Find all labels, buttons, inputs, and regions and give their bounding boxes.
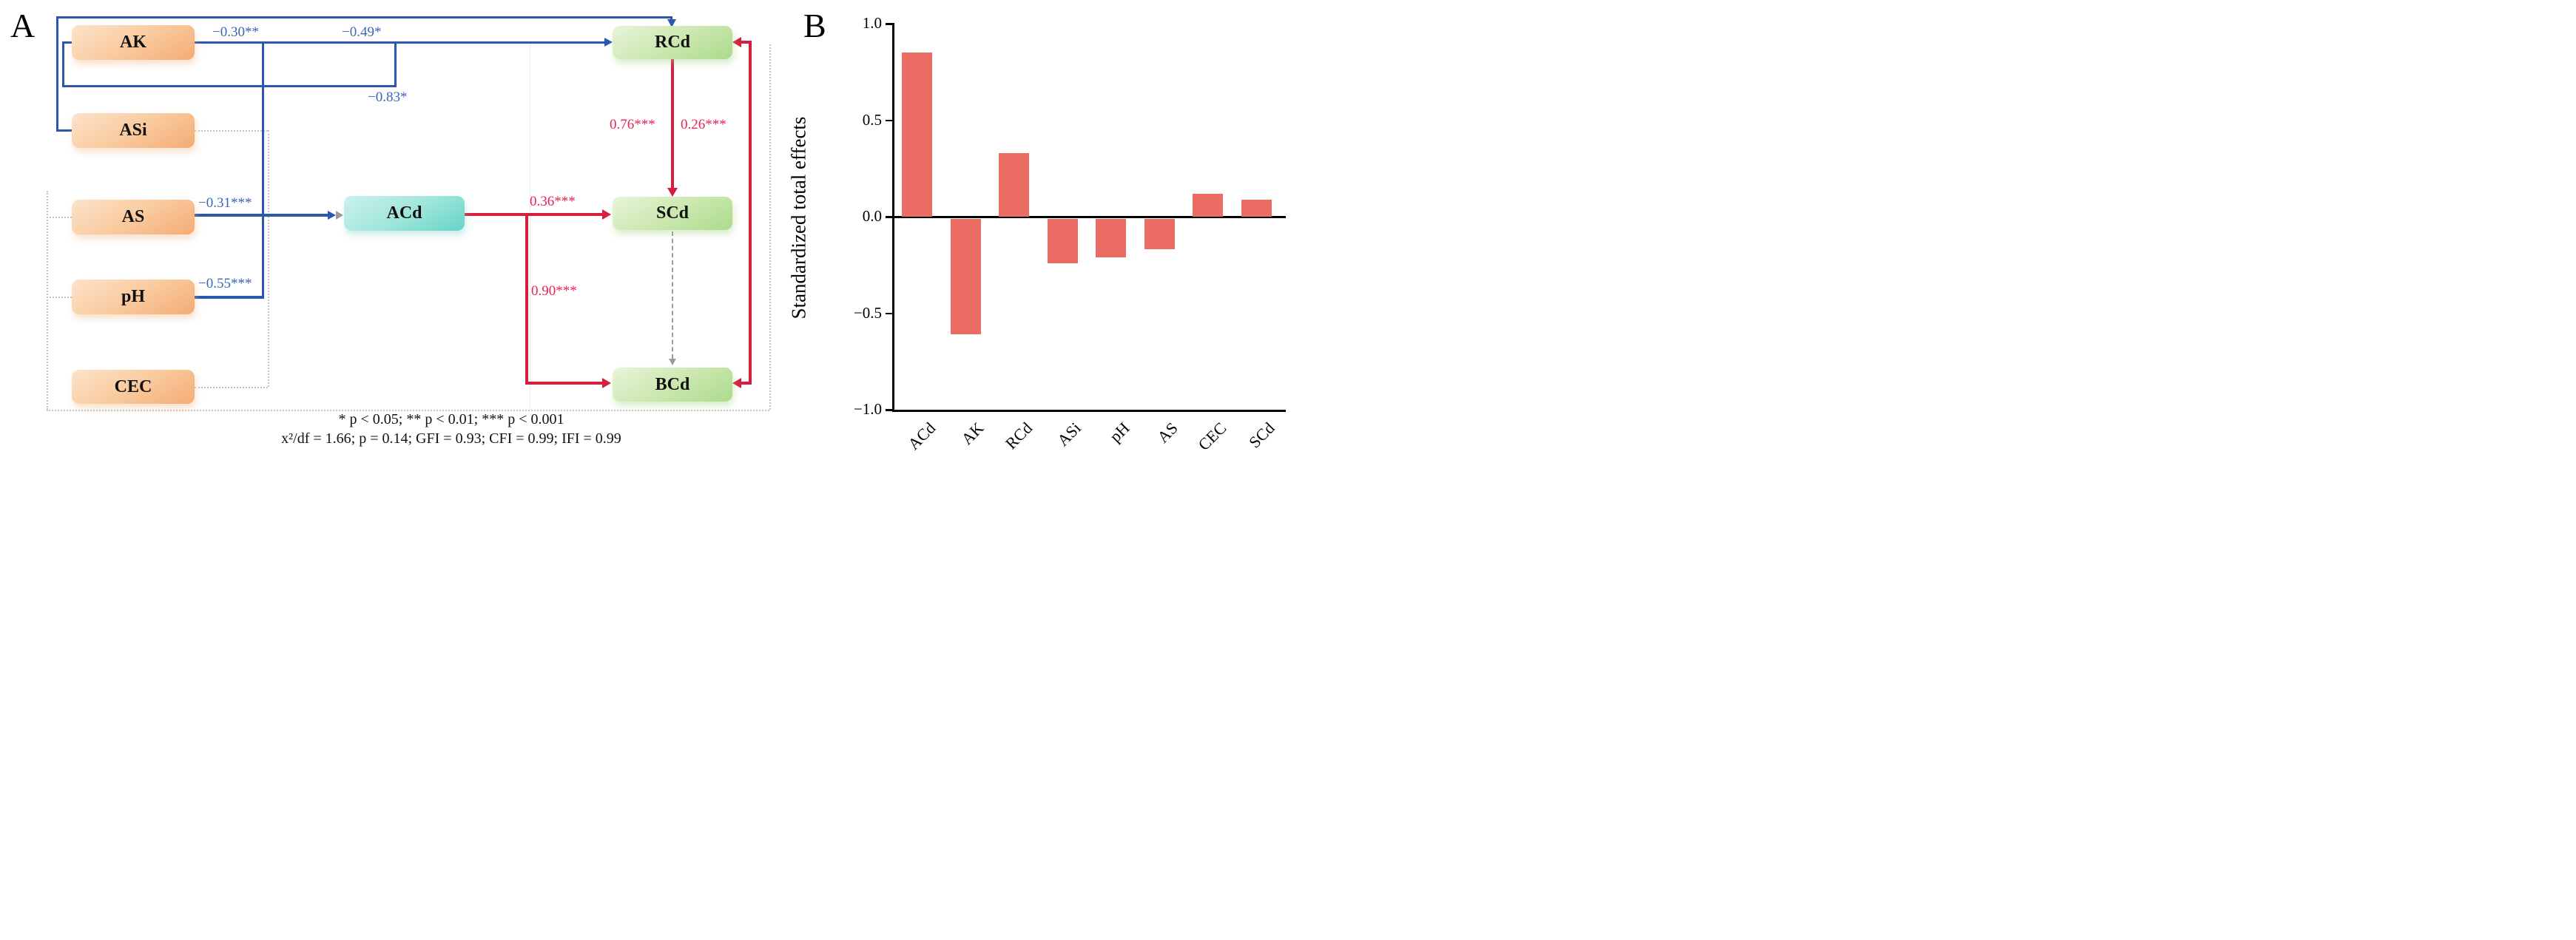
diagram-dotted-border-right — [769, 44, 771, 410]
x-tick-label-asi: ASi — [1053, 419, 1085, 450]
as-dotted-stub — [47, 217, 72, 218]
zero-line — [892, 216, 1286, 218]
path-acd-bcd-across — [525, 382, 603, 385]
x-tick-label-as: AS — [1153, 419, 1181, 447]
sem-box-cec: CEC — [72, 370, 195, 404]
y-tick-mark — [886, 119, 892, 121]
figure-canvas: A AK ASi AS pH CEC ACd RCd SCd BCd — [0, 0, 1288, 470]
x-tick-label-rcd: RCd — [1001, 419, 1036, 453]
y-tick-label: 0.0 — [862, 207, 882, 225]
path-rcd-bcd-bottom — [740, 382, 752, 385]
arrowhead-into-scd-left — [602, 209, 611, 220]
coef-asi-rcd: −0.49* — [342, 24, 382, 40]
bar-scd — [1241, 199, 1272, 217]
arrowhead-into-rcd-left — [604, 38, 613, 47]
bar-acd — [902, 53, 932, 217]
path-ak-detour-stub — [62, 41, 72, 44]
significance-caption: * p < 0.05; ** p < 0.01; *** p < 0.001 — [338, 411, 564, 427]
sem-box-bcd: BCd — [613, 368, 732, 402]
bar-cec — [1193, 193, 1223, 217]
panel-b-label: B — [803, 7, 826, 44]
y-tick-label: 1.0 — [862, 14, 882, 32]
coef-acd-bcd: 0.90*** — [531, 283, 577, 299]
y-tick-mark — [886, 409, 892, 411]
sem-box-scd-label: SCd — [655, 203, 689, 223]
arrowhead-into-acd-blue — [328, 211, 336, 220]
path-ak-detour-down — [62, 41, 64, 87]
bar-as — [1144, 218, 1175, 250]
x-tick-label-cec: CEC — [1194, 419, 1230, 454]
sem-box-ak-label: AK — [120, 33, 146, 52]
arrowhead-into-acd-gray — [336, 211, 343, 220]
sem-box-rcd: RCd — [613, 26, 732, 59]
bar-ph — [1096, 218, 1126, 257]
coef-ak-rcd: −0.83* — [368, 89, 408, 105]
y-tick-mark — [886, 23, 892, 25]
x-tick-label-acd: ACd — [904, 419, 940, 454]
asi-cec-dotted-link-vert — [268, 130, 269, 387]
coef-as-acd: −0.31*** — [198, 195, 252, 211]
panel-a-label: A — [10, 7, 36, 44]
coef-rcd-scd: 0.76*** — [610, 117, 655, 132]
path-rcd-bcd-vert — [749, 41, 752, 385]
path-ak-rcd-main — [195, 41, 607, 44]
y-tick-label: −1.0 — [853, 400, 882, 418]
ph-dotted-stub — [47, 297, 72, 298]
sem-box-asi-label: ASi — [119, 121, 147, 140]
path-scd-bcd-ns — [672, 231, 673, 359]
bar-asi — [1047, 218, 1078, 263]
path-ph-join — [195, 296, 264, 299]
y-axis-title: Standardized total effects — [787, 116, 810, 319]
path-asi-rcd-top — [56, 16, 672, 18]
y-tick-mark — [886, 312, 892, 314]
sem-box-acd-label: ACd — [386, 203, 422, 223]
sem-box-cec-label: CEC — [114, 376, 152, 396]
sem-box-ph-label: pH — [121, 287, 145, 306]
sem-box-as: AS — [72, 200, 195, 234]
coef-ph-acd: −0.55*** — [198, 276, 252, 291]
coef-ak-acd: −0.30** — [212, 24, 259, 40]
sem-box-bcd-label: BCd — [655, 374, 690, 394]
asi-cec-dotted-link-top — [195, 130, 268, 132]
x-tick-label-ak: AK — [957, 419, 988, 449]
path-asi-stub — [56, 129, 72, 132]
path-asi-rcd-drop — [670, 16, 672, 20]
sem-box-ak: AK — [72, 25, 195, 60]
path-asi-rcd-vert — [56, 16, 58, 132]
arrowhead-into-bcd-top-gray — [669, 359, 676, 365]
soil-group-dotted-border-left — [47, 191, 48, 410]
coef-acd-scd: 0.36*** — [530, 194, 576, 209]
path-rcd-scd — [671, 59, 674, 191]
bar-ak — [950, 218, 981, 335]
sem-box-ph: pH — [72, 280, 195, 314]
y-tick-label: −0.5 — [853, 303, 882, 322]
sem-box-acd: ACd — [344, 196, 465, 231]
x-axis-line — [892, 410, 1286, 412]
asi-cec-dotted-link-bottom — [195, 387, 268, 388]
x-tick-label-scd: SCd — [1245, 419, 1278, 452]
path-rcd-bcd-top — [740, 41, 752, 44]
arrowhead-into-scd-top — [667, 188, 678, 197]
arrowhead-into-rcd-right — [732, 37, 741, 47]
sem-box-rcd-label: RCd — [654, 33, 690, 52]
x-tick-label-ph: pH — [1105, 419, 1133, 446]
path-as-acd — [195, 214, 331, 217]
coef-rcd-bcd: 0.26*** — [681, 117, 726, 132]
sem-box-scd: SCd — [613, 197, 732, 230]
sem-box-as-label: AS — [121, 207, 145, 226]
path-acd-scd — [465, 213, 603, 216]
arrowhead-into-rcd-top — [667, 19, 676, 27]
arrowhead-into-bcd-left — [602, 378, 611, 388]
path-ak-detour-up — [394, 41, 397, 87]
y-tick-label: 0.5 — [862, 110, 882, 129]
path-acd-bcd-down — [525, 213, 528, 385]
bar-rcd — [999, 152, 1029, 217]
diagram-dotted-border-bottom — [47, 410, 769, 411]
sem-box-asi: ASi — [72, 113, 195, 148]
y-tick-mark — [886, 216, 892, 218]
fit-statistics-caption: x²/df = 1.66; p = 0.14; GFI = 0.93; CFI … — [281, 430, 621, 447]
path-collector-vert — [262, 41, 264, 298]
arrowhead-into-bcd-right — [732, 378, 741, 388]
path-ak-detour-across — [62, 85, 397, 87]
